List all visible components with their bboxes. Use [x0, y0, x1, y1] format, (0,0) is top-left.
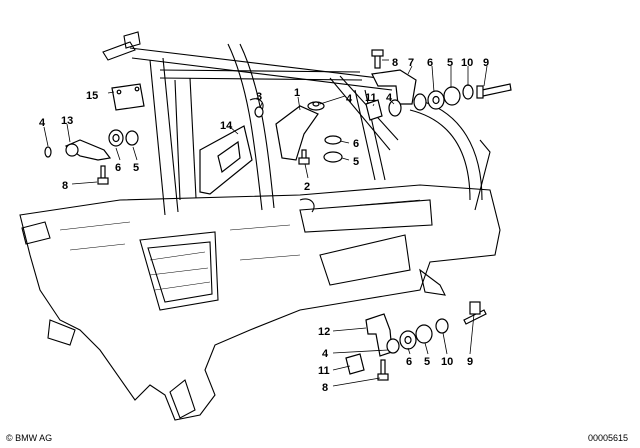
callout-5: 5 — [353, 156, 359, 168]
callout-10: 10 — [461, 57, 473, 69]
callout-6: 6 — [406, 356, 412, 368]
callout-5: 5 — [133, 162, 139, 174]
callout-8: 8 — [62, 180, 68, 192]
callout-9: 9 — [483, 57, 489, 69]
bracket-12 — [365, 313, 393, 357]
callouts: 15 4 13 6 5 8 14 3 1 2 4 6 5 8 7 6 5 10 … — [39, 57, 489, 394]
callout-4: 4 — [39, 117, 46, 129]
callout-6: 6 — [115, 162, 121, 174]
callout-11: 11 — [318, 365, 330, 377]
callout-7: 7 — [408, 57, 414, 69]
callout-4: 4 — [322, 348, 329, 360]
callout-3: 3 — [256, 91, 262, 103]
bracket-7 — [371, 69, 417, 105]
callout-12: 12 — [318, 326, 330, 338]
callout-6: 6 — [427, 57, 433, 69]
parts — [44, 49, 512, 381]
plate-15 — [111, 83, 145, 111]
callout-13: 13 — [61, 115, 73, 127]
callout-4: 4 — [386, 92, 393, 104]
callout-6: 6 — [353, 138, 359, 150]
callout-14: 14 — [220, 120, 233, 132]
callout-5: 5 — [447, 57, 453, 69]
callout-8: 8 — [322, 382, 328, 394]
leader-lines — [43, 59, 488, 387]
callout-2: 2 — [304, 181, 310, 193]
callout-11: 11 — [365, 92, 377, 104]
copyright-text: © BMW AG — [6, 433, 53, 443]
callout-1: 1 — [294, 87, 300, 99]
callout-10: 10 — [441, 356, 453, 368]
bracket-1 — [275, 105, 319, 161]
engine-block — [19, 184, 501, 421]
callout-8: 8 — [392, 57, 398, 69]
callout-5: 5 — [424, 356, 430, 368]
bracket-13 — [64, 139, 112, 161]
callout-4: 4 — [346, 93, 353, 105]
drawing-number: 00005615 — [588, 433, 629, 443]
callout-15: 15 — [86, 90, 98, 102]
callout-9: 9 — [467, 356, 473, 368]
